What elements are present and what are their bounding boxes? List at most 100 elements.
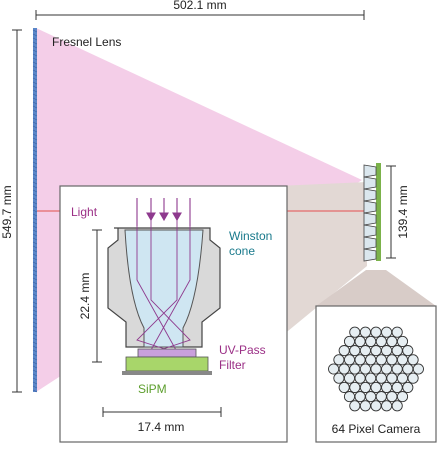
cone-height-label: 22.4 mm (78, 273, 92, 320)
camera-pixel (402, 345, 414, 357)
internal-light-rays (136, 220, 191, 351)
camera-pixel (412, 363, 424, 375)
top-dimension (35, 10, 365, 20)
camera-pixel (391, 326, 403, 338)
camera-pixel (333, 372, 345, 384)
camera-dimension-label: 139.4 mm (396, 185, 410, 238)
camera-pixel-grid (328, 326, 424, 412)
camera-dimension (386, 165, 396, 259)
camera-pixel (338, 345, 350, 357)
camera-pixel (349, 363, 361, 375)
camera-pixel (381, 326, 393, 338)
light-label: Light (71, 205, 98, 219)
camera-pixel (328, 363, 340, 375)
camera-pixel (349, 326, 361, 338)
camera-pixel (349, 381, 361, 393)
camera-pixel (391, 381, 403, 393)
camera-pixel (359, 381, 371, 393)
camera-pixel (370, 345, 382, 357)
cone-callout (277, 182, 367, 340)
camera-pixel (407, 354, 419, 366)
camera-pixel (386, 391, 398, 403)
uv-filter-label-1: UV-Pass (219, 343, 266, 357)
camera-pixel (381, 345, 393, 357)
camera-pixel (333, 354, 345, 366)
camera-pixel (349, 400, 361, 412)
camera-pixel (343, 354, 356, 366)
camera-pixel (354, 372, 366, 384)
camera-cone-side (363, 176, 377, 190)
camera-pixel (402, 381, 414, 393)
camera-pixel (396, 335, 409, 347)
camera-pixel (359, 326, 371, 338)
camera-callout (316, 270, 436, 306)
camera-cone-side (363, 224, 377, 238)
camera-pixel (402, 363, 414, 375)
camera-pixel (359, 363, 371, 375)
fresnel-lens-label: Fresnel Lens (52, 35, 121, 49)
camera-pixel (391, 363, 403, 375)
camera-cone-side (363, 236, 377, 250)
camera-pixel (381, 381, 393, 393)
camera-cone-side (363, 200, 377, 214)
camera-cone-side (363, 164, 377, 178)
camera-pixel (365, 335, 377, 347)
camera-pixel (365, 391, 377, 403)
camera-pixel (365, 354, 377, 366)
camera-pixel (338, 381, 350, 393)
winston-cone-label-2: cone (229, 244, 255, 258)
camera-pixel (386, 335, 398, 347)
camera-cone-side (363, 212, 377, 226)
camera-pixel (349, 345, 361, 357)
uv-filter-label-2: Filter (219, 358, 246, 372)
camera-pixel (375, 391, 387, 403)
cone-height-dimension (92, 229, 102, 363)
camera-pixel (370, 381, 382, 393)
camera-pixel (343, 335, 356, 347)
camera-pixel (386, 372, 398, 384)
sipm-label: SiPM (138, 382, 167, 396)
camera-pixel (407, 372, 419, 384)
camera-pixel (359, 400, 371, 412)
sipm-base (122, 371, 212, 375)
camera-pixel (375, 372, 387, 384)
camera-pixel (391, 345, 403, 357)
camera-label: 64 Pixel Camera (332, 422, 421, 436)
cone-width-label: 17.4 mm (138, 420, 185, 434)
camera-pixel (396, 372, 409, 384)
camera-pixel (396, 391, 409, 403)
uv-pass-filter (137, 348, 197, 358)
camera-pixel (386, 354, 398, 366)
camera-pixel (375, 335, 387, 347)
camera-pixel (338, 363, 350, 375)
top-dimension-label: 502.1 mm (173, 0, 226, 12)
camera-pixel (343, 372, 356, 384)
camera-side-view (363, 163, 381, 262)
camera-pixel (370, 363, 382, 375)
camera-pixel (370, 326, 382, 338)
winston-cone-glass (124, 229, 204, 348)
sipm (125, 356, 209, 372)
left-dimension (12, 29, 22, 393)
camera-pixel (381, 400, 393, 412)
camera-cone-side (363, 248, 377, 262)
camera-pixel (370, 400, 382, 412)
camera-pixel (354, 391, 366, 403)
winston-cone-label-1: Winston (229, 229, 272, 243)
camera-pixel (396, 354, 409, 366)
camera-pixel (365, 372, 377, 384)
fresnel-lens-teeth (32, 29, 38, 393)
camera-pixel (359, 345, 371, 357)
fresnel-lens (33, 28, 37, 392)
camera-pixel (354, 335, 366, 347)
camera-pixel (391, 400, 403, 412)
camera-pixel (381, 363, 393, 375)
camera-cone-side (363, 188, 377, 202)
incoming-light-rays (136, 198, 191, 226)
camera-pixel (343, 391, 356, 403)
camera-pixel (375, 354, 387, 366)
cone-width-dimension (102, 407, 222, 417)
camera-pixel (354, 354, 366, 366)
left-dimension-label: 549.7 mm (0, 185, 14, 238)
